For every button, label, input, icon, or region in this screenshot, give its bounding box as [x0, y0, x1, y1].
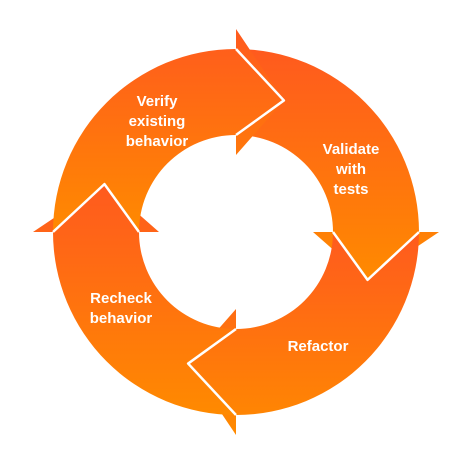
- ring-segment-recheck: [53, 29, 284, 232]
- ring-segment-verify: [236, 49, 439, 280]
- arrow-divider-1: [331, 231, 420, 282]
- ring-segment-validate: [188, 232, 419, 435]
- arrow-divider-0: [235, 48, 286, 137]
- ring-segment-refactor: [33, 184, 236, 415]
- arrow-divider-3: [52, 182, 141, 233]
- arrow-divider-2: [186, 327, 237, 416]
- arrow-dividers: [52, 48, 420, 416]
- step-label-validate-with-tests: Validate with tests: [322, 141, 380, 198]
- cycle-ring: [33, 29, 439, 435]
- step-label-recheck-behavior: Recheck behavior: [89, 290, 153, 327]
- step-label-verify-existing-behavior: Verify existing behavior: [125, 93, 189, 150]
- step-label-refactor: Refactor: [287, 338, 349, 355]
